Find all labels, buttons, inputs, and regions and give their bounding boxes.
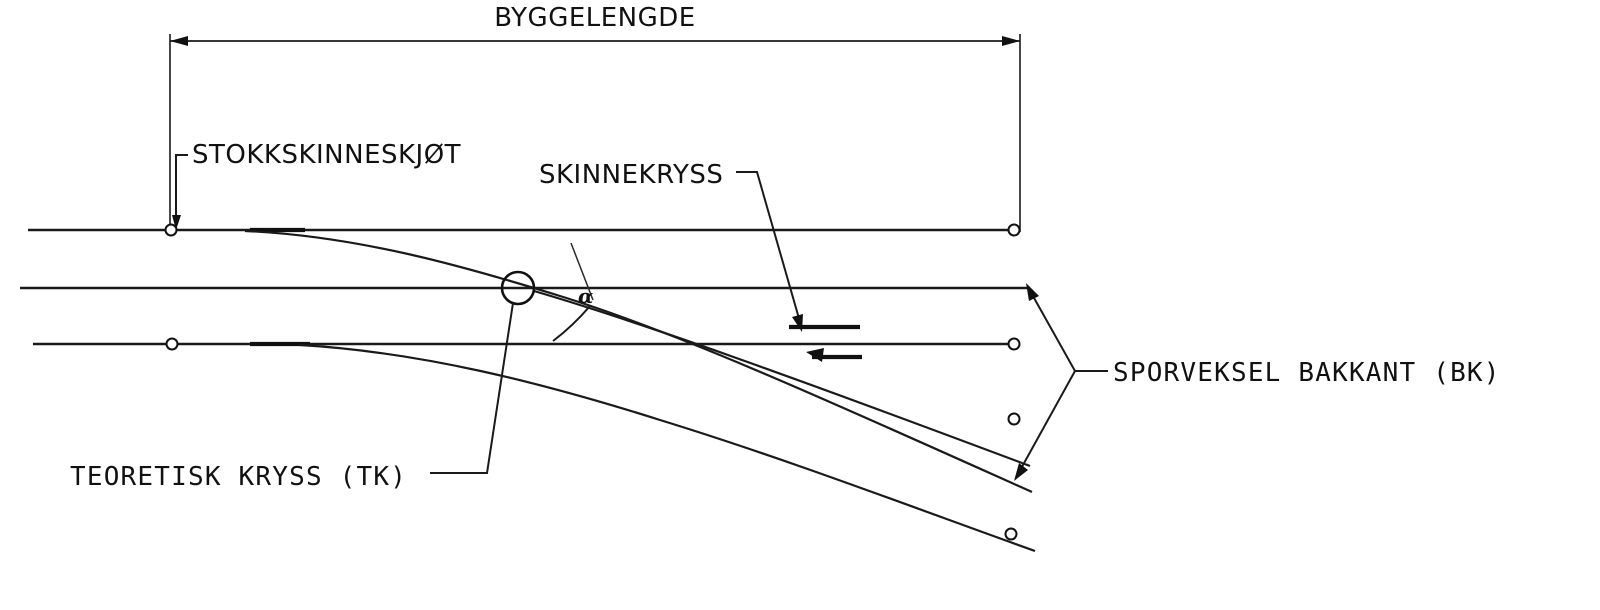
joint-curve-lower (1004, 527, 1018, 541)
joint-curve-upper (1007, 412, 1021, 426)
straight-track-rails (20, 228, 1030, 346)
leader-branch-lower (1017, 370, 1076, 475)
dimension-byggelengde: BYGGELENGDE (169, 3, 1021, 232)
rail-joint-markers (164, 223, 1021, 541)
dimension-label-byggelengde: BYGGELENGDE (494, 3, 695, 33)
diverging-rail-lower (299, 343, 1036, 553)
theoretical-crossing-marker (500, 270, 536, 306)
angle-arc (552, 305, 591, 342)
leader-arrow-stokkskinneskjot-icon (172, 215, 181, 230)
leader-stokkskinneskjot (175, 154, 188, 226)
callout-skinnekryss: SKINNEKRYSS (539, 160, 803, 332)
joint-top-left (164, 223, 178, 237)
leader-teoretisk-kryss (430, 302, 514, 474)
leader-arrow-upper-icon (1026, 283, 1039, 301)
joint-top-right (1007, 223, 1021, 237)
callout-sporveksel-bakkant: SPORVEKSEL BAKKANT (BK) (1014, 283, 1501, 481)
label-sporveksel-bakkant: SPORVEKSEL BAKKANT (BK) (1113, 358, 1501, 388)
angle-reference-line (570, 242, 594, 301)
label-skinnekryss: SKINNEKRYSS (539, 160, 723, 190)
leader-skinnekryss (736, 171, 801, 323)
tk-circle-icon (500, 270, 536, 306)
stock-rail-thick-segments (250, 227, 310, 347)
joint-lower-left (165, 337, 179, 351)
diverging-track-curves (244, 229, 1036, 553)
callout-stokkskinneskjot: STOKKSKINNESKJØT (172, 140, 461, 230)
label-stokkskinneskjot: STOKKSKINNESKJØT (192, 140, 461, 170)
leader-arrow-skinnekryss-icon (792, 314, 803, 332)
diverging-rail-upper (244, 229, 1033, 494)
callout-teoretisk-kryss: TEORETISK KRYSS (TK) (70, 302, 514, 492)
leader-branch-upper (1028, 288, 1076, 372)
joint-lower-right (1007, 337, 1021, 351)
frog-point-marker-icon (806, 348, 824, 362)
crossing-angle-mark: α (552, 242, 594, 342)
angle-label-alpha: α (578, 284, 593, 308)
dimension-arrow-left-icon (170, 36, 188, 46)
dimension-arrow-right-icon (1002, 36, 1020, 46)
leader-arrow-lower-icon (1014, 463, 1028, 481)
closure-rail-inner (533, 289, 1031, 468)
label-teoretisk-kryss: TEORETISK KRYSS (TK) (70, 462, 407, 492)
